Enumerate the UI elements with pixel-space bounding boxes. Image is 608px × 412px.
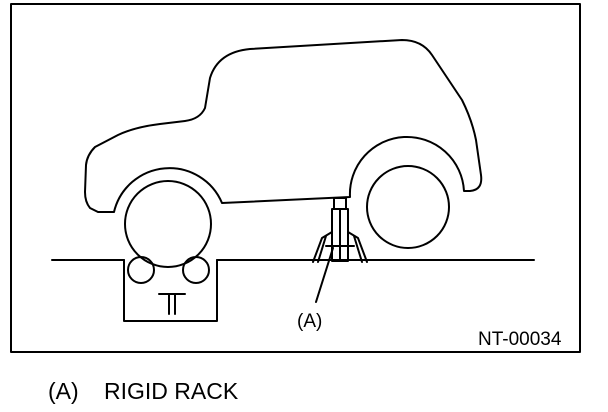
vehicle-body bbox=[84, 39, 483, 213]
legend-text: RIGID RACK bbox=[104, 378, 239, 404]
inspection-pit bbox=[123, 259, 218, 322]
pit-roller-right bbox=[182, 256, 210, 284]
front-wheel bbox=[124, 180, 212, 268]
figure-code: NT-00034 bbox=[478, 329, 562, 350]
legend-key: (A) bbox=[48, 378, 79, 404]
rear-wheel bbox=[366, 165, 450, 249]
callout-label: (A) bbox=[297, 311, 322, 332]
frame-border bbox=[10, 3, 581, 353]
pit-roller-left bbox=[127, 256, 155, 284]
legend-item: (A) RIGID RACK bbox=[48, 378, 238, 405]
callout-leader-line bbox=[315, 247, 334, 303]
rigid-rack bbox=[312, 197, 368, 263]
